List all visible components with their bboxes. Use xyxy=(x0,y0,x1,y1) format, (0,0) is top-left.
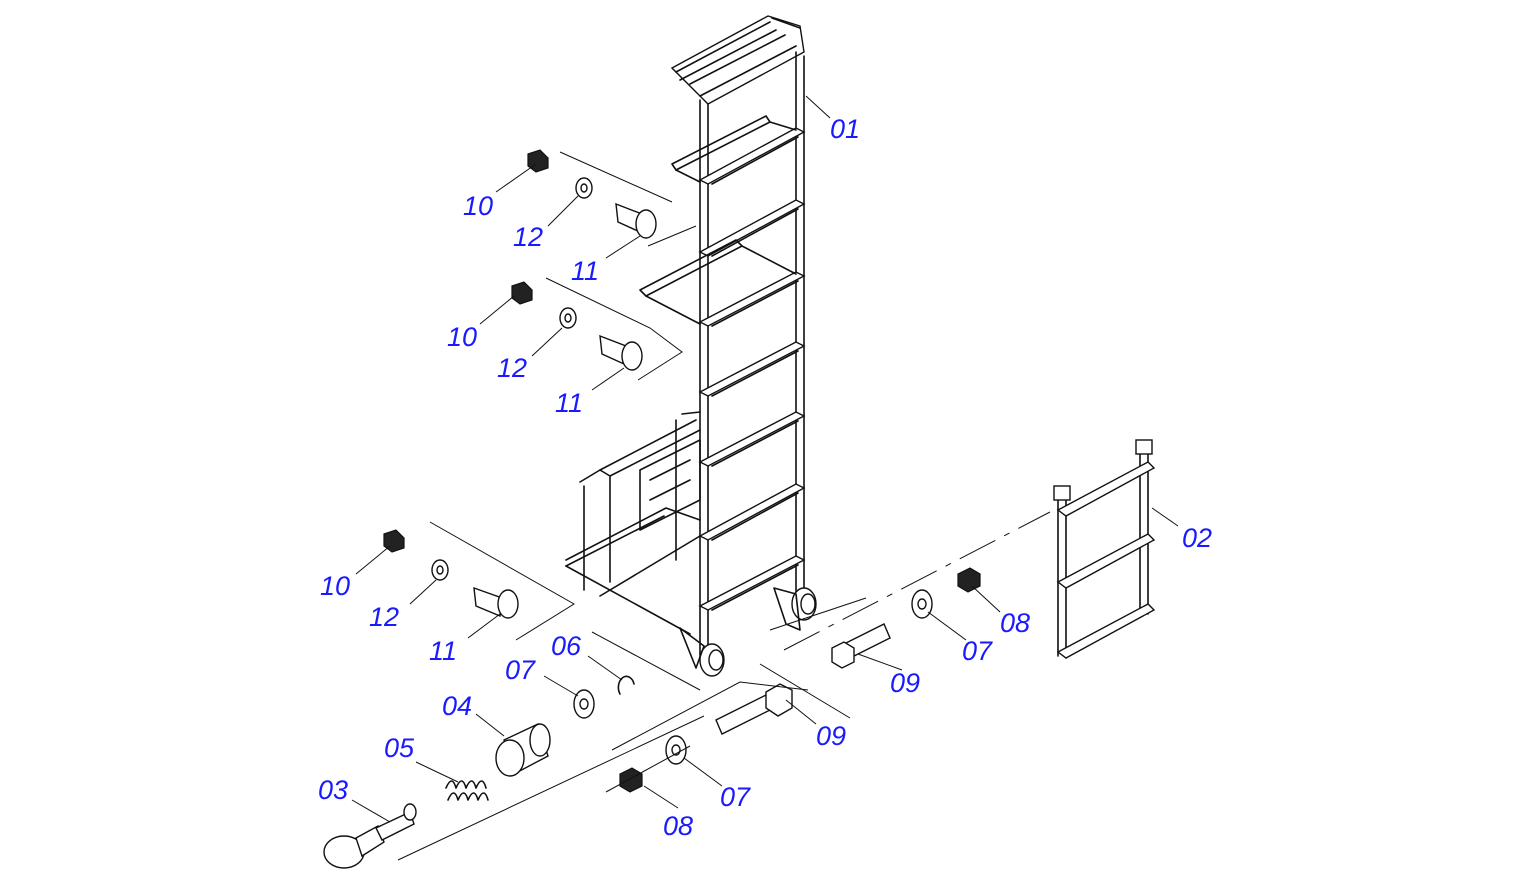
label-12-middle: 12 xyxy=(497,353,527,383)
label-07-right: 07 xyxy=(962,636,993,666)
fastener-set-middle xyxy=(511,277,683,381)
label-06: 06 xyxy=(551,631,582,661)
label-03: 03 xyxy=(318,775,348,805)
label-07-upper-left: 07 xyxy=(505,655,536,685)
label-11-middle: 11 xyxy=(555,388,583,418)
leader-lines xyxy=(351,95,1179,823)
label-04: 04 xyxy=(442,691,472,721)
label-08-right: 08 xyxy=(1000,608,1030,638)
label-12-bottom: 12 xyxy=(369,602,399,632)
label-11-top: 11 xyxy=(571,256,599,286)
part-labels: 01 02 03 04 05 06 07 07 07 08 08 09 09 1… xyxy=(318,114,1212,841)
knob-pin-assembly xyxy=(323,631,705,869)
ladder-wheels xyxy=(679,587,817,677)
label-09-right: 09 xyxy=(890,668,920,698)
label-01: 01 xyxy=(830,114,860,144)
label-05: 05 xyxy=(384,733,415,763)
ladder-rungs xyxy=(698,127,806,611)
label-10-middle: 10 xyxy=(447,322,477,352)
ladder-assembly xyxy=(565,15,817,677)
label-10-top: 10 xyxy=(463,191,493,221)
label-11-bottom: 11 xyxy=(429,636,457,666)
label-10-bottom: 10 xyxy=(320,571,350,601)
bolt-nut-set-right xyxy=(759,511,1051,719)
label-07-lower: 07 xyxy=(720,782,751,812)
small-ladder xyxy=(1053,439,1156,659)
label-09-center: 09 xyxy=(816,721,846,751)
label-02: 02 xyxy=(1182,523,1212,553)
bolt-nut-set-left xyxy=(605,681,809,793)
fastener-set-bottom xyxy=(383,521,575,641)
label-08-lower: 08 xyxy=(663,811,693,841)
label-12-top: 12 xyxy=(513,222,543,252)
fastener-set-top xyxy=(527,149,697,247)
